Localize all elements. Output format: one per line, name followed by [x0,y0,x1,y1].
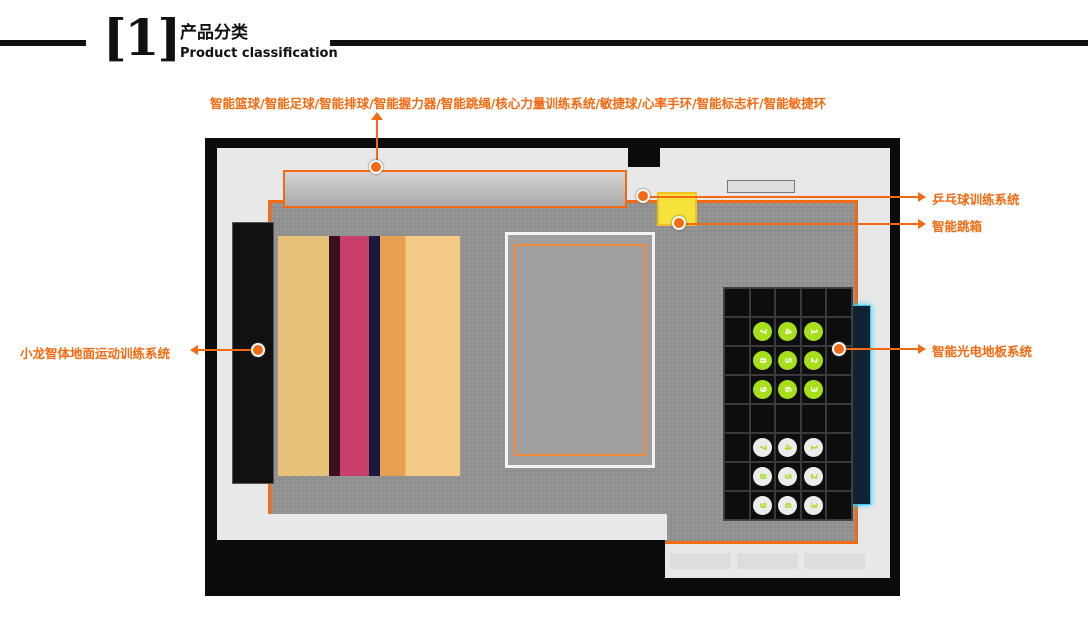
floor-cell [724,288,750,317]
floor-cell: 4 [775,317,801,346]
floor-cell [826,433,852,462]
floor-cell: 3 [800,375,826,404]
floor-tile: 2 [803,351,823,370]
arrow-left-icon [190,345,198,355]
training-mat [505,232,655,468]
floor-cell: 5 [775,462,801,491]
floor-tile: 6 [778,496,798,515]
floor-cell: 7 [749,317,775,346]
floor-tile: 1 [803,322,823,341]
label-light-floor: 智能光电地板系统 [932,344,1033,359]
floor-cell: 6 [775,491,801,520]
floor-cell: 8 [749,346,775,375]
floor-cell: 6 [775,375,801,404]
page-title: 产品分类 [180,23,248,43]
floor-cell [724,317,750,346]
floor-cell [800,404,826,433]
floor-tile: 4 [778,438,798,457]
label-left-system: 小龙智体地面运动训练系统 [20,346,171,361]
floor-cell: 1 [800,433,826,462]
floor-cell [775,404,801,433]
basketball-machine [283,170,627,208]
floor-cell: 9 [749,491,775,520]
floor-cell [826,462,852,491]
floor-cell: 3 [800,491,826,520]
floor-cell: 2 [800,346,826,375]
marker-dot [369,160,383,174]
marker-dot [672,216,686,230]
floor-tile: 5 [778,467,798,486]
label-jump-box: 智能跳箱 [932,219,983,234]
header-rule-right [330,40,1088,46]
arrow-right-icon [918,344,926,354]
floor-cell [724,404,750,433]
floor-tile: 4 [778,322,798,341]
floor-cell: 7 [749,433,775,462]
floor-cell: 8 [749,462,775,491]
label-table-tennis: 乒乓球训练系统 [932,192,1020,207]
ceiling-vent [727,180,795,193]
leader-line [684,223,920,225]
floor-cell [724,462,750,491]
floor-tile: 3 [803,496,823,515]
arrow-right-icon [918,192,926,202]
label-top-products: 智能篮球/智能足球/智能排球/智能握力器/智能跳绳/核心力量训练系统/敏捷球/心… [210,96,827,111]
floor-cell [826,288,852,317]
floor-cell [826,404,852,433]
floor-cell [749,288,775,317]
page-subtitle: Product classification [180,46,338,61]
floor-cell: 5 [775,346,801,375]
leader-line [376,118,378,166]
marker-dot [636,189,650,203]
floor-cell [749,404,775,433]
floor-tile: 1 [803,438,823,457]
floor-tile: 7 [752,322,772,341]
floor-tile: 9 [752,380,772,399]
floor-tile: 7 [752,438,772,457]
floor-tile: 2 [803,467,823,486]
floor-tile: 3 [803,380,823,399]
floor-cell: 4 [775,433,801,462]
floor-tile: 5 [778,351,798,370]
arrow-right-icon [918,219,926,229]
floor-cell [826,491,852,520]
floor-cell: 2 [800,462,826,491]
floor-tile: 9 [752,496,772,515]
floor-cell [724,375,750,404]
floor-cell [826,375,852,404]
floor-cell [724,433,750,462]
header-rule-left [0,40,86,46]
marker-dot [251,343,265,357]
side-display [851,305,871,505]
floor-cell [775,288,801,317]
section-number: [1] [103,8,181,67]
floor-tile: 8 [752,351,772,370]
ground-projection-screen [278,236,460,476]
floor-cell [800,288,826,317]
leader-line [845,348,920,350]
training-mat-inner [514,244,646,456]
marker-dot [832,342,846,356]
room-bottom-edge [205,540,665,596]
floor-tile: 8 [752,467,772,486]
leader-line [198,349,258,351]
floor-cell: 9 [749,375,775,404]
floor-tile: 6 [778,380,798,399]
floor-cell: 1 [800,317,826,346]
floor-cell [724,346,750,375]
bottom-benches [670,553,865,569]
bottom-wall [262,514,667,540]
arrow-up-icon [371,112,383,120]
wall-notch [628,142,660,167]
floor-cell [724,491,750,520]
leader-line [645,196,920,198]
